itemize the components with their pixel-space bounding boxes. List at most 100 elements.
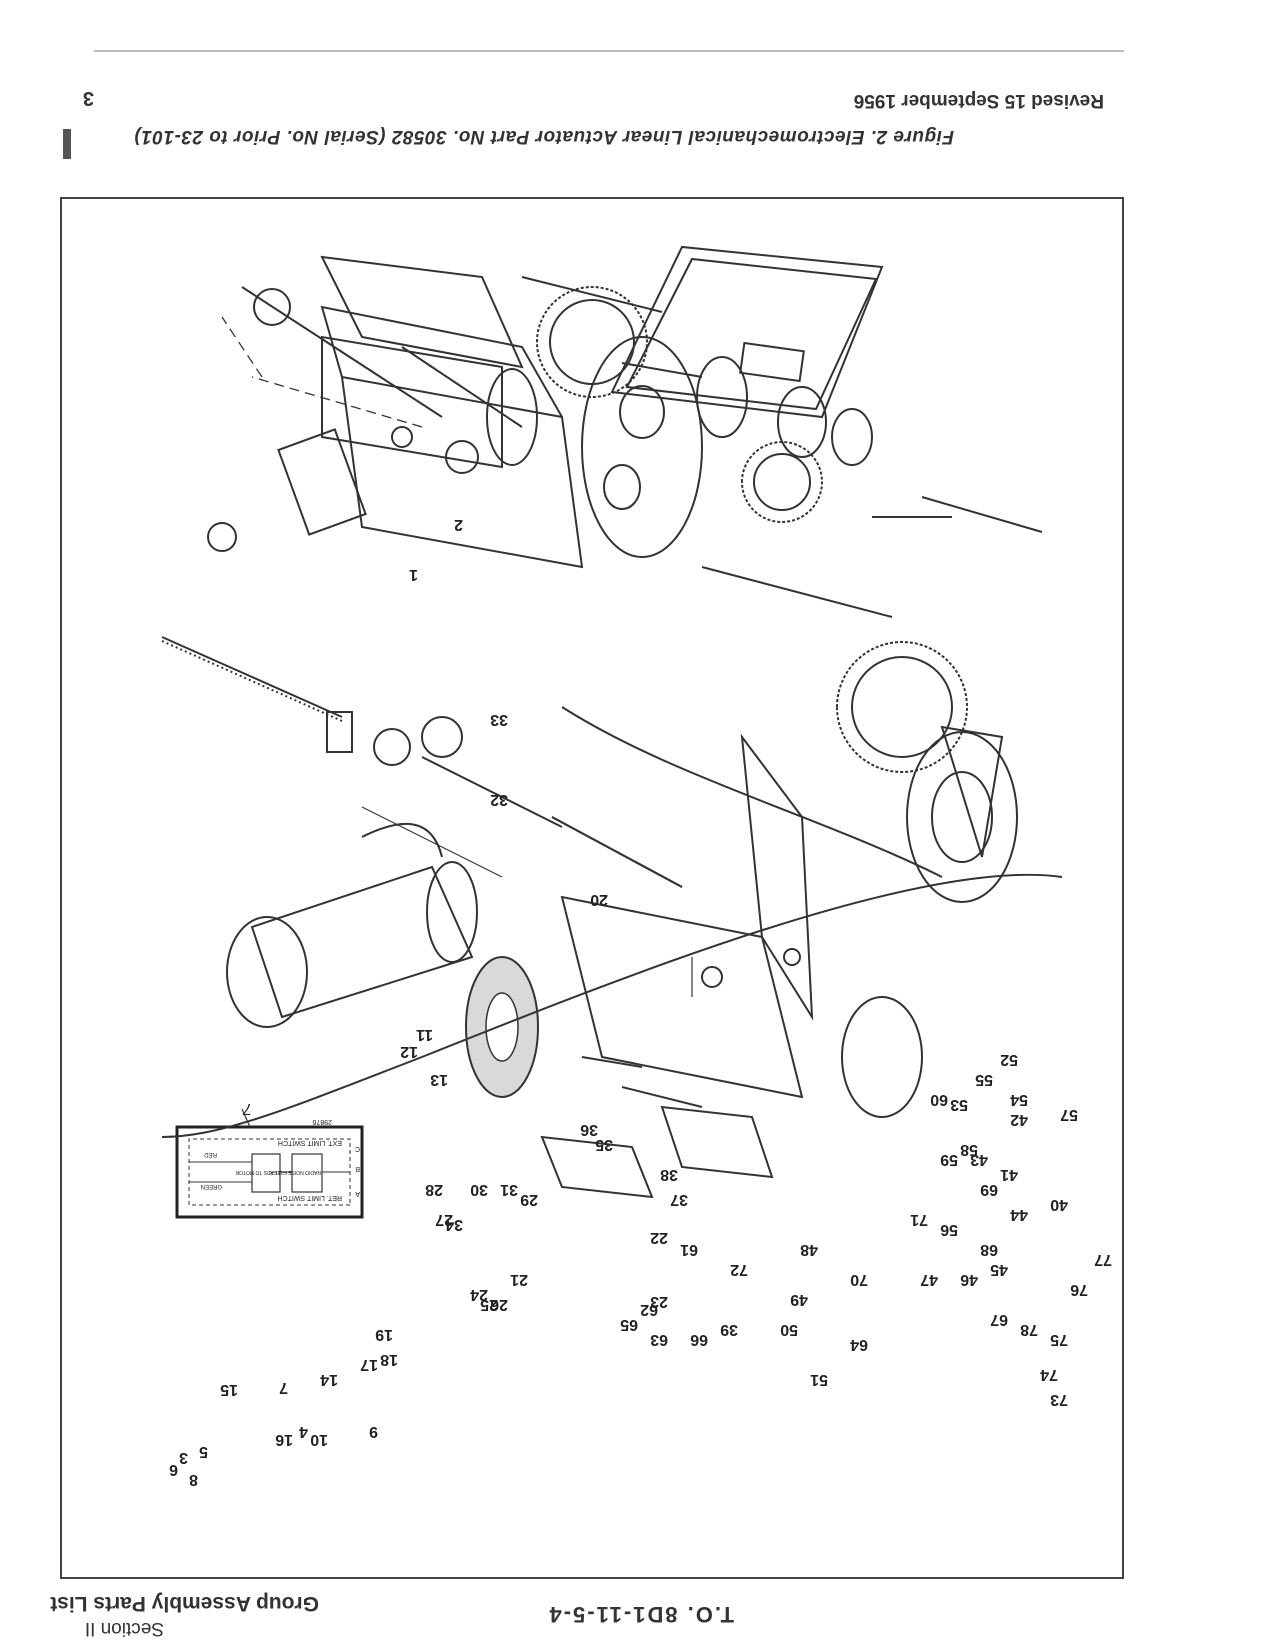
index-number-54: 54 [1010, 1091, 1028, 1108]
schematic-terminal-a: A [355, 1190, 360, 1197]
index-number-37: 37 [670, 1191, 688, 1208]
index-number-58: 58 [960, 1141, 978, 1158]
limit-switch-assembly [540, 1056, 774, 1199]
index-number-48: 48 [800, 1241, 818, 1258]
index-number-1: 1 [409, 566, 418, 583]
separator-lines [161, 316, 1063, 1138]
gear-housing [581, 336, 703, 558]
index-number-45: 45 [990, 1261, 1008, 1278]
index-number-18: 18 [380, 1351, 398, 1368]
figure-frame: RET. LIMIT SWITCH EXT. LIMIT SWITCH RADI… [60, 197, 1124, 1579]
index-number-10: 10 [310, 1431, 328, 1448]
index-number-71: 71 [910, 1211, 928, 1228]
index-number-67: 67 [990, 1311, 1008, 1328]
schematic-radio-noise-filter: RADIO NOISE FILTER [270, 1169, 321, 1175]
index-number-15: 15 [220, 1381, 238, 1398]
index-number-55: 55 [975, 1071, 993, 1088]
index-number-64: 64 [850, 1336, 868, 1353]
index-number-60: 60 [930, 1091, 948, 1108]
index-number-11: 11 [416, 1026, 433, 1043]
index-number-19: 19 [375, 1326, 393, 1343]
section-title: Group Assembly Parts List [50, 1592, 319, 1615]
wiring-schematic: RET. LIMIT SWITCH EXT. LIMIT SWITCH RADI… [175, 1100, 364, 1219]
index-number-5: 5 [199, 1443, 208, 1460]
friction-disc [465, 956, 539, 1098]
scan-edge-mark [63, 129, 71, 159]
index-number-12: 12 [400, 1043, 418, 1060]
upper-housing [320, 305, 584, 569]
index-number-27: 27 [435, 1211, 453, 1228]
schematic-terminal-c: C [355, 1145, 360, 1152]
index-number-2: 2 [454, 516, 463, 533]
index-number-16: 16 [275, 1431, 293, 1448]
index-number-26: 26 [490, 1296, 508, 1313]
cover-plate [610, 245, 884, 419]
index-number-50: 50 [780, 1321, 798, 1338]
schematic-red: RED [204, 1151, 217, 1157]
index-number-73: 73 [1050, 1391, 1068, 1408]
index-number-42: 42 [1010, 1111, 1028, 1128]
index-number-74: 74 [1040, 1366, 1058, 1383]
index-number-62: 62 [640, 1301, 658, 1318]
index-number-43: 43 [970, 1151, 988, 1168]
index-number-53: 53 [950, 1096, 968, 1113]
schematic-ref-number: 7 [242, 1100, 252, 1117]
schematic-green: GREEN [201, 1183, 222, 1189]
index-number-34: 34 [445, 1216, 463, 1233]
schematic-ret-limit-switch: RET. LIMIT SWITCH [278, 1194, 342, 1201]
index-number-41: 41 [1000, 1166, 1018, 1183]
index-number-66: 66 [690, 1331, 708, 1348]
index-number-69: 69 [980, 1181, 998, 1198]
index-number-75: 75 [1050, 1331, 1068, 1348]
index-number-7: 7 [279, 1379, 288, 1396]
index-number-29: 29 [520, 1191, 538, 1208]
index-number-32: 32 [490, 791, 508, 808]
exploded-view-drawing: RET. LIMIT SWITCH EXT. LIMIT SWITCH RADI… [161, 245, 1112, 1488]
index-number-77: 77 [1094, 1251, 1112, 1268]
index-number-39: 39 [720, 1321, 738, 1338]
figure-caption: Figure 2. Electromechanical Linear Actua… [134, 126, 954, 147]
index-number-49: 49 [790, 1291, 808, 1308]
index-number-70: 70 [850, 1271, 868, 1288]
section-label: Section II [84, 1618, 164, 1639]
index-number-61: 61 [680, 1241, 698, 1258]
index-number-51: 51 [810, 1371, 828, 1388]
index-number-68: 68 [980, 1241, 998, 1258]
schematic-drawing-number: 29876 [312, 1118, 332, 1125]
index-number-25: 25 [480, 1296, 498, 1313]
index-number-72: 72 [730, 1261, 748, 1278]
assembled-actuator-inset [207, 255, 538, 552]
index-number-23: 23 [650, 1293, 668, 1310]
index-number-6: 6 [169, 1461, 178, 1478]
index-number-56: 56 [940, 1221, 958, 1238]
schematic-terminal-b: B [355, 1165, 360, 1172]
index-number-35: 35 [595, 1136, 613, 1153]
scan-edge-line [94, 50, 1124, 52]
index-number-17: 17 [360, 1356, 378, 1373]
index-number-47: 47 [920, 1271, 938, 1288]
index-number-63: 63 [650, 1331, 668, 1348]
index-number-21: 21 [510, 1271, 528, 1288]
gear-train [536, 286, 1018, 903]
index-number-36: 36 [580, 1121, 598, 1138]
index-number-40: 40 [1050, 1196, 1068, 1213]
index-number-38: 38 [660, 1166, 678, 1183]
index-number-30: 30 [470, 1181, 488, 1198]
index-number-59: 59 [940, 1151, 958, 1168]
index-number-4: 4 [299, 1423, 308, 1440]
page-number: 3 [82, 87, 94, 109]
index-number-76: 76 [1070, 1281, 1088, 1298]
motor [226, 823, 478, 1028]
drive-screw [161, 636, 411, 766]
index-number-3: 3 [179, 1449, 188, 1466]
index-number-78: 78 [1020, 1321, 1038, 1338]
index-number-28: 28 [425, 1181, 443, 1198]
index-number-22: 22 [650, 1229, 668, 1246]
index-number-33: 33 [490, 711, 508, 728]
index-number-14: 14 [320, 1371, 338, 1388]
tubes [241, 286, 683, 888]
revision-date: Revised 15 September 1956 [853, 90, 1104, 111]
index-number-65: 65 [620, 1316, 638, 1333]
